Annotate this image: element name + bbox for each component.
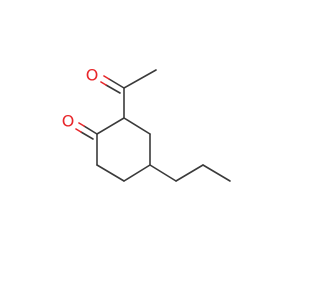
ketone-carbonyl-bond [75, 122, 98, 140]
ring-bond-c4-c5 [123, 164, 151, 182]
acetyl-carbonyl-bond [100, 75, 125, 94]
ring-bond-c5-c6 [96, 164, 125, 182]
molecule-structure: O O [62, 66, 231, 182]
propyl-bond-3 [202, 164, 231, 182]
ketone-oxygen-label: O [62, 112, 75, 131]
acetyl-methyl-bond [123, 69, 157, 89]
ring-bond-c1-c2 [96, 117, 125, 135]
propyl-bond-2 [175, 164, 204, 182]
acetyl-oxygen-label: O [86, 66, 99, 85]
propyl-bond-1 [149, 164, 177, 182]
ring-bond-c2-c3 [123, 117, 151, 135]
